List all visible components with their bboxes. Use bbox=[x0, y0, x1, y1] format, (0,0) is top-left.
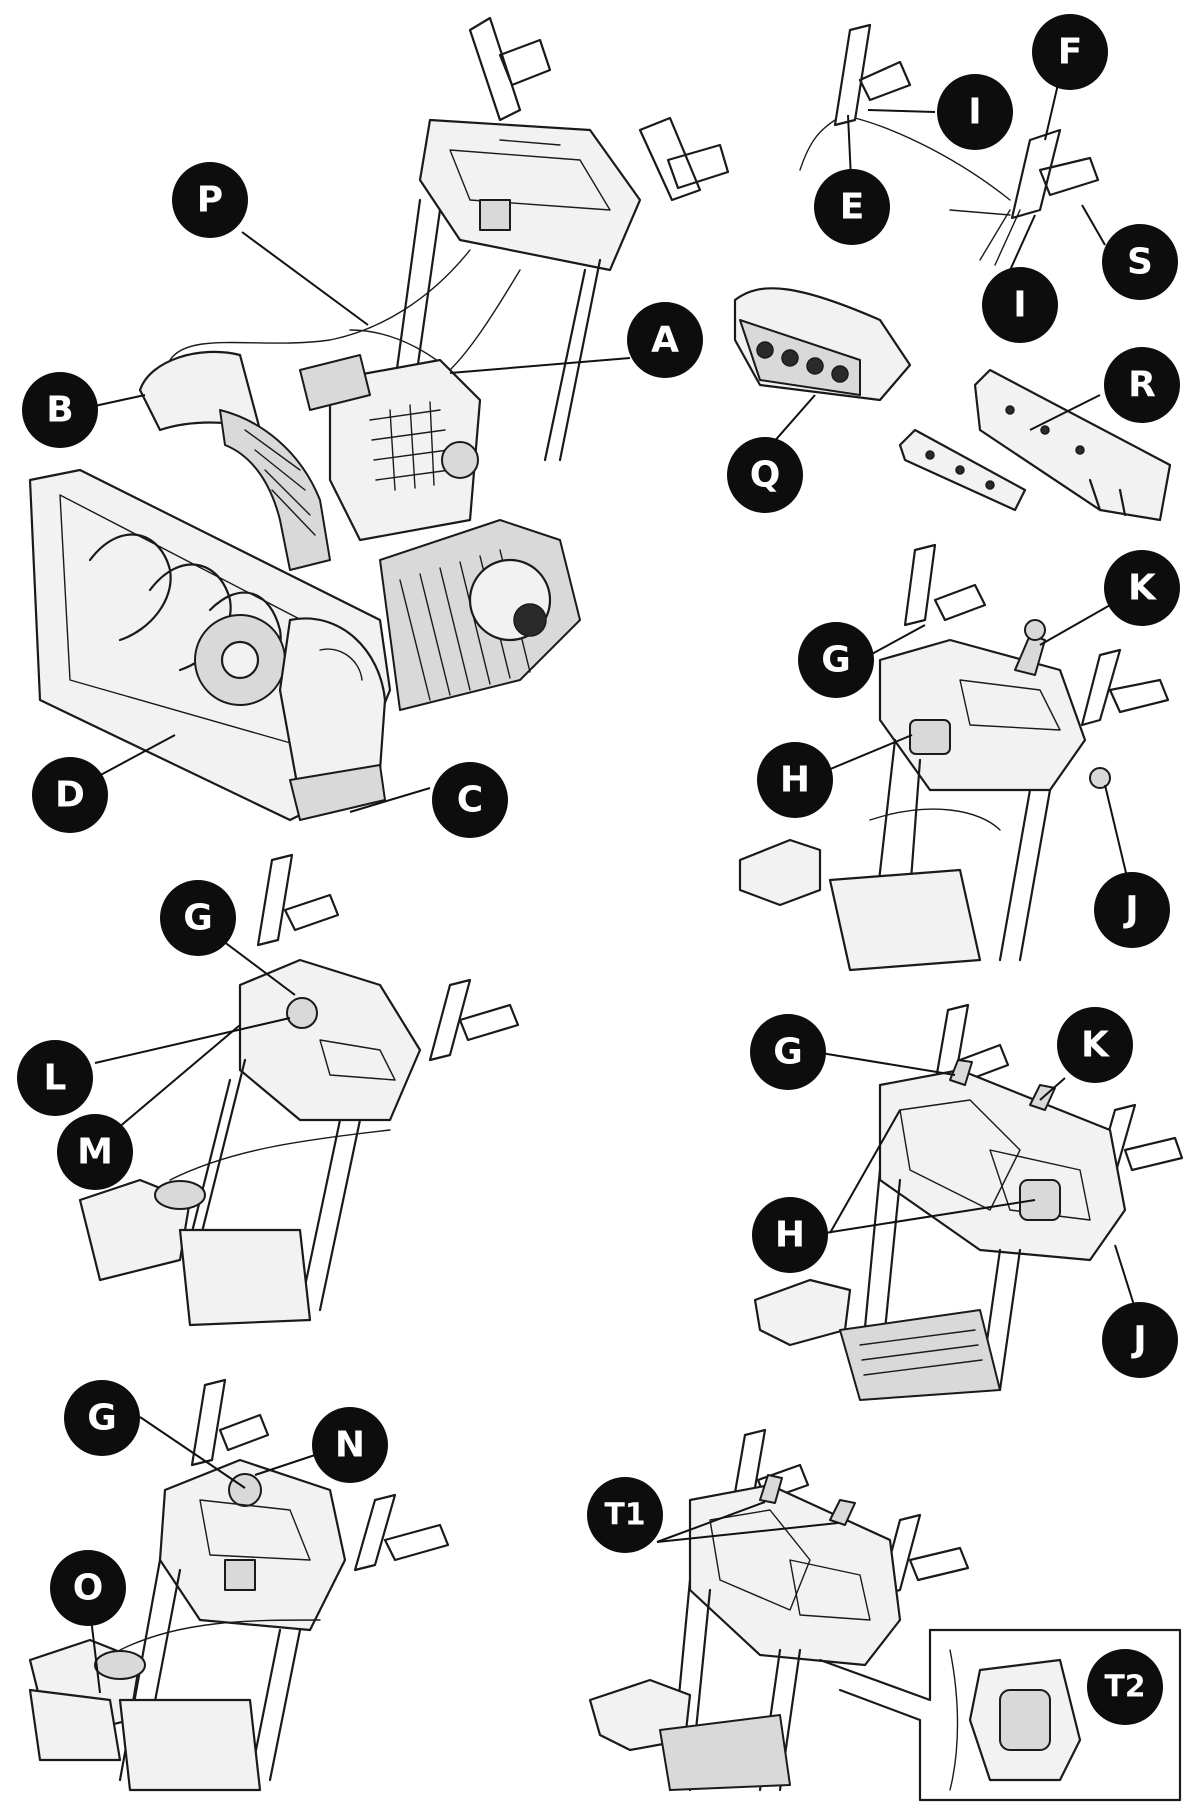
control-panel-drawing-5 bbox=[588, 1428, 1182, 1802]
callout-G-4: G bbox=[64, 1380, 140, 1456]
svg-text:R: R bbox=[1128, 365, 1156, 406]
callout-O: O bbox=[50, 1550, 126, 1626]
handle-grips-drawing bbox=[799, 23, 1100, 266]
callout-I-top: I bbox=[937, 74, 1013, 150]
callout-G-2: G bbox=[160, 880, 236, 956]
svg-text:J: J bbox=[1122, 890, 1138, 931]
callout-I-bottom: I bbox=[982, 267, 1058, 343]
control-panel-drawing-2 bbox=[78, 853, 520, 1327]
svg-text:B: B bbox=[46, 390, 73, 431]
callout-F: F bbox=[1032, 14, 1108, 90]
svg-text:I: I bbox=[1013, 285, 1026, 326]
callout-N: N bbox=[312, 1407, 388, 1483]
svg-text:A: A bbox=[651, 320, 679, 361]
svg-text:D: D bbox=[55, 775, 85, 816]
callout-L: L bbox=[17, 1040, 93, 1116]
inset-frame bbox=[838, 1628, 1182, 1802]
callout-D: D bbox=[32, 757, 108, 833]
svg-text:O: O bbox=[73, 1568, 104, 1609]
svg-text:T1: T1 bbox=[604, 1498, 645, 1533]
headlight-drawing bbox=[733, 287, 912, 402]
svg-text:P: P bbox=[197, 180, 223, 221]
svg-text:G: G bbox=[773, 1032, 803, 1073]
svg-text:I: I bbox=[968, 92, 981, 133]
callout-G-1: G bbox=[798, 622, 874, 698]
control-panel-drawing-1 bbox=[738, 543, 1170, 972]
callout-H-1: H bbox=[757, 742, 833, 818]
callout-T2: T2 bbox=[1087, 1649, 1163, 1725]
svg-text:J: J bbox=[1130, 1320, 1146, 1361]
callout-M: M bbox=[57, 1114, 133, 1190]
callout-G-3: G bbox=[750, 1014, 826, 1090]
svg-text:L: L bbox=[44, 1058, 67, 1099]
svg-text:G: G bbox=[87, 1398, 117, 1439]
svg-text:S: S bbox=[1127, 242, 1153, 283]
svg-text:K: K bbox=[1128, 568, 1157, 609]
callout-E: E bbox=[814, 169, 890, 245]
svg-text:M: M bbox=[77, 1132, 113, 1173]
callout-H-2: H bbox=[752, 1197, 828, 1273]
callout-J-2: J bbox=[1102, 1302, 1178, 1378]
callout-S: S bbox=[1102, 224, 1178, 300]
svg-text:H: H bbox=[780, 760, 810, 801]
callout-J-1: J bbox=[1094, 872, 1170, 948]
svg-text:G: G bbox=[183, 898, 213, 939]
svg-text:E: E bbox=[840, 187, 865, 228]
callout-Q: Q bbox=[727, 437, 803, 513]
callout-B: B bbox=[22, 372, 98, 448]
callout-P: P bbox=[172, 162, 248, 238]
callout-R: R bbox=[1104, 347, 1180, 423]
snowblower-drawing bbox=[28, 16, 730, 822]
callout-K-2: K bbox=[1057, 1007, 1133, 1083]
control-panel-drawing-3 bbox=[753, 1003, 1184, 1401]
callout-C: C bbox=[432, 762, 508, 838]
skid-shoe-drawing bbox=[898, 368, 1172, 522]
callout-K-1: K bbox=[1104, 550, 1180, 626]
svg-text:T2: T2 bbox=[1104, 1670, 1145, 1705]
svg-text:G: G bbox=[821, 640, 851, 681]
svg-text:Q: Q bbox=[750, 455, 781, 496]
callout-A: A bbox=[627, 302, 703, 378]
svg-text:F: F bbox=[1058, 32, 1083, 73]
svg-text:K: K bbox=[1081, 1025, 1110, 1066]
svg-text:N: N bbox=[335, 1425, 365, 1466]
control-panel-drawing-4 bbox=[28, 1378, 450, 1792]
svg-text:C: C bbox=[457, 780, 483, 821]
svg-text:H: H bbox=[775, 1215, 805, 1256]
callout-T1: T1 bbox=[587, 1477, 663, 1553]
